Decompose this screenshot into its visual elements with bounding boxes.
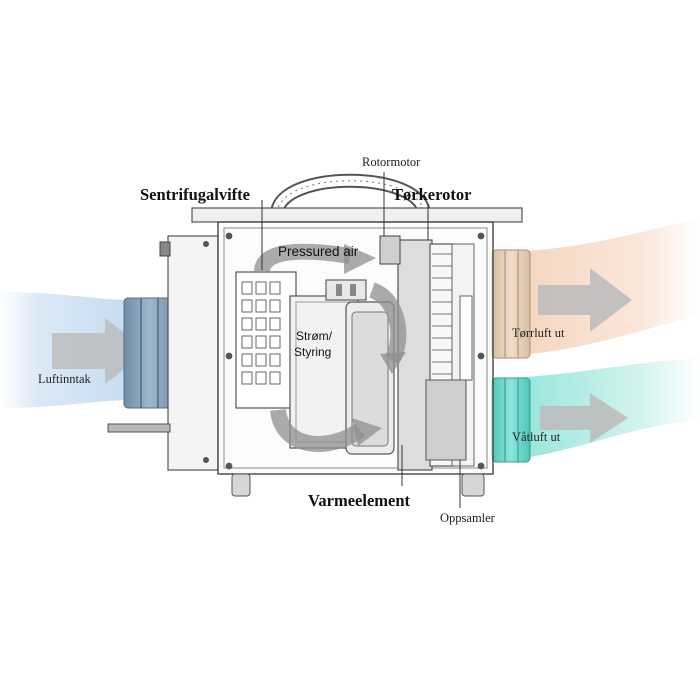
centrifugal-fan	[235, 271, 297, 409]
label-luftinntak: Luftinntak	[38, 372, 92, 386]
label-sentrifugalvifte: Sentrifugalvifte	[140, 185, 250, 204]
wet-air-outflow	[505, 358, 700, 460]
rotor-motor	[379, 235, 401, 265]
dry-air-collar	[491, 249, 531, 359]
wet-air-collar	[491, 377, 531, 463]
loop-arrowhead-right	[352, 418, 382, 446]
heating-element	[345, 301, 395, 455]
bracket	[325, 279, 367, 301]
carry-handle	[270, 173, 431, 215]
collector	[425, 379, 467, 461]
pressured-air-arrow	[254, 243, 352, 274]
leader-lines	[261, 172, 461, 508]
wet-air-arrow	[540, 393, 628, 443]
label-torrluft-ut: Tørrluft ut	[512, 326, 565, 340]
dry-air-outflow	[505, 218, 700, 356]
dry-air-arrow	[538, 268, 632, 332]
label-vatluft-ut: Våtluft ut	[512, 430, 561, 444]
intake-collar	[123, 297, 177, 409]
label-rotormotor: Rotormotor	[362, 155, 421, 169]
label-styring: Styring	[294, 345, 331, 359]
label-torkerotor: Tørkerotor	[392, 185, 471, 204]
pressured-air-arrowhead	[344, 244, 376, 274]
label-oppsamler: Oppsamler	[440, 511, 496, 525]
label-varmeelement: Varmeelement	[308, 491, 411, 510]
label-pressured-air: Pressured air	[278, 244, 359, 259]
loop-arrowhead-down	[380, 352, 406, 374]
label-strom: Strøm/	[296, 329, 333, 343]
